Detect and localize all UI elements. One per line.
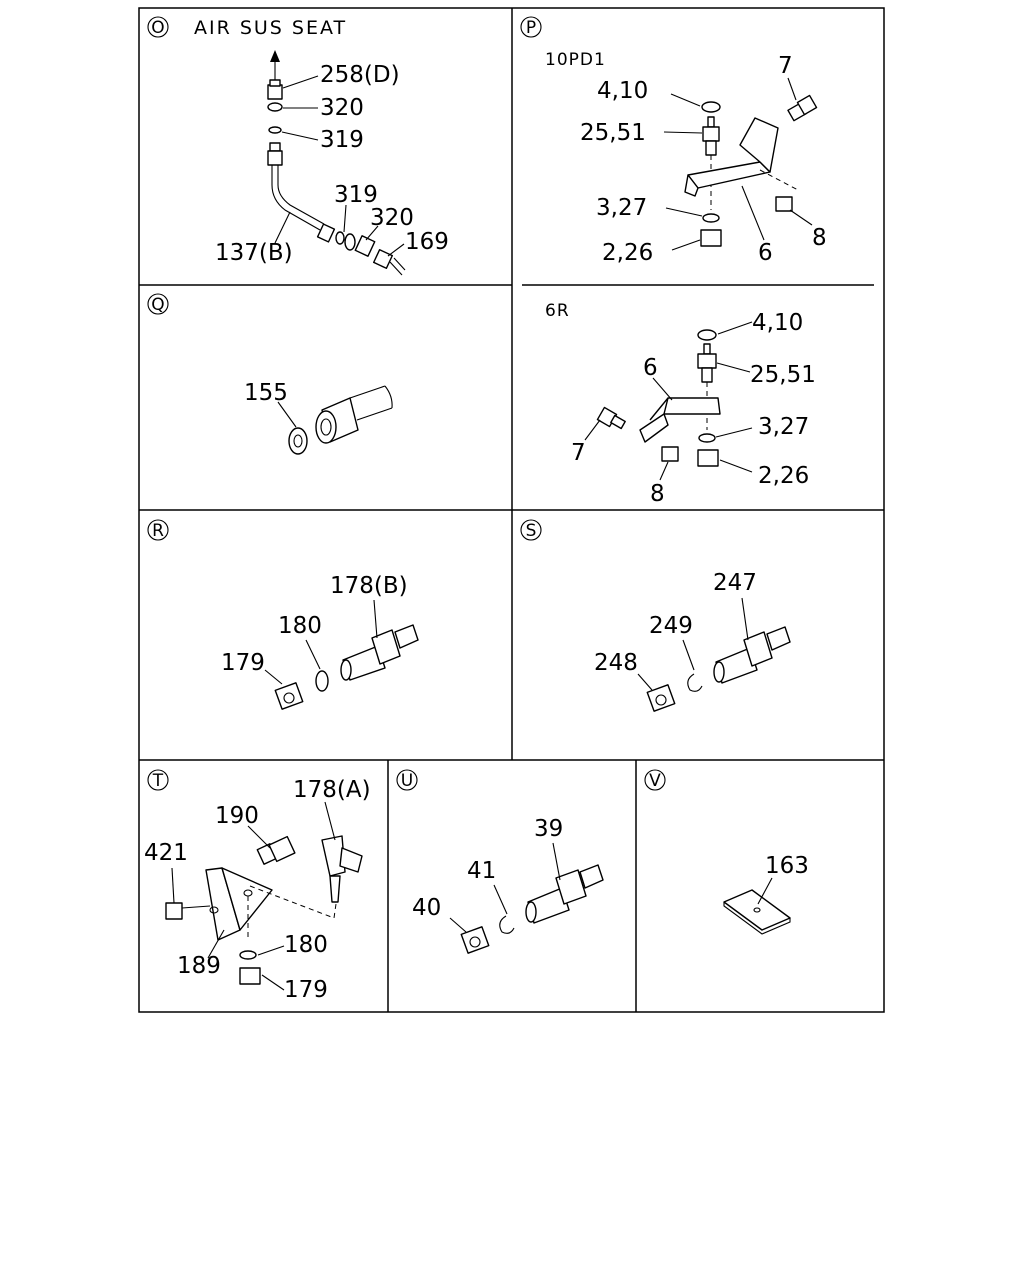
panel-v: V 163 (644, 769, 809, 935)
label-178b: 178(B) (330, 573, 408, 599)
panel-letter: V (649, 771, 661, 791)
label-7: 7 (778, 53, 793, 79)
label-179: 179 (221, 650, 265, 676)
label-249: 249 (649, 613, 693, 639)
hose-assembly-drawing (267, 50, 406, 276)
label-247: 247 (713, 570, 757, 596)
label-4-10: 4,10 (597, 78, 648, 104)
label-320-lower: 320 (370, 205, 414, 231)
hose-fitting-drawing (274, 624, 419, 710)
label-39: 39 (534, 816, 563, 842)
label-169: 169 (405, 229, 449, 255)
panel-letter-circle (520, 519, 542, 541)
label-179-t: 179 (284, 977, 328, 1003)
panel-title: AIR SUS SEAT (194, 17, 347, 39)
hose-end-drawing (288, 385, 393, 455)
panel-p: P 10PD1 4,10 7 25,51 3,27 2,26 (520, 16, 827, 507)
plate-drawing (723, 889, 791, 935)
panel-t: T 178(A) 190 421 180 189 179 (144, 769, 371, 1003)
panel-letter-circle (147, 769, 169, 791)
label-421: 421 (144, 840, 188, 866)
label-7-lower: 7 (571, 440, 586, 466)
hose-fitting-drawing (460, 864, 604, 954)
label-41: 41 (467, 858, 496, 884)
panel-letter-circle (147, 293, 169, 315)
label-180: 180 (278, 613, 322, 639)
variant-label-6r: 6R (545, 301, 570, 321)
label-319-lower: 319 (334, 182, 378, 208)
label-155: 155 (244, 380, 288, 406)
panel-letter: P (526, 18, 536, 38)
panel-frame (138, 7, 885, 1013)
panel-r: R 178(B) 180 179 (147, 519, 419, 710)
elbow-bracket-drawing (165, 835, 363, 985)
panel-letter: S (526, 521, 537, 541)
panel-letter-circle (396, 769, 418, 791)
label-320: 320 (320, 95, 364, 121)
arrow-up-icon (270, 50, 280, 62)
panel-s: S 247 249 248 (520, 519, 791, 712)
label-3-27: 3,27 (596, 195, 647, 221)
label-2-26-lower: 2,26 (758, 463, 809, 489)
label-8-lower: 8 (650, 481, 665, 507)
label-2-26: 2,26 (602, 240, 653, 266)
panel-letter-circle (520, 16, 542, 38)
label-4-10-lower: 4,10 (752, 310, 803, 336)
label-258d: 258(D) (320, 62, 400, 88)
panel-o: O AIR SUS SEAT 258(D) 320 319 (147, 16, 449, 276)
bracket-assembly-bottom (596, 329, 721, 467)
label-8: 8 (812, 225, 827, 251)
panel-letter: T (152, 771, 164, 791)
label-248: 248 (594, 650, 638, 676)
label-178a: 178(A) (293, 777, 371, 803)
label-137b: 137(B) (215, 240, 293, 266)
panel-letter-circle (147, 16, 169, 38)
panel-letter: U (401, 771, 413, 791)
hose-fitting-drawing (646, 626, 791, 712)
variant-label-10pd1: 10PD1 (545, 50, 606, 70)
label-189: 189 (177, 953, 221, 979)
panel-letter: O (151, 18, 164, 38)
panel-letter-circle (644, 769, 666, 791)
label-6-lower: 6 (643, 355, 658, 381)
label-163: 163 (765, 853, 809, 879)
bracket-assembly-top (684, 94, 818, 247)
label-190: 190 (215, 803, 259, 829)
label-3-27-lower: 3,27 (758, 414, 809, 440)
panel-letter: R (152, 521, 164, 541)
label-180-t: 180 (284, 932, 328, 958)
panel-q: Q 155 (147, 293, 393, 455)
panel-letter: Q (151, 295, 164, 315)
label-319: 319 (320, 127, 364, 153)
label-40: 40 (412, 895, 441, 921)
label-25-51-lower: 25,51 (750, 362, 816, 388)
label-25-51: 25,51 (580, 120, 646, 146)
panel-letter-circle (147, 519, 169, 541)
panel-u: U 39 41 40 (396, 769, 604, 954)
label-6: 6 (758, 240, 773, 266)
